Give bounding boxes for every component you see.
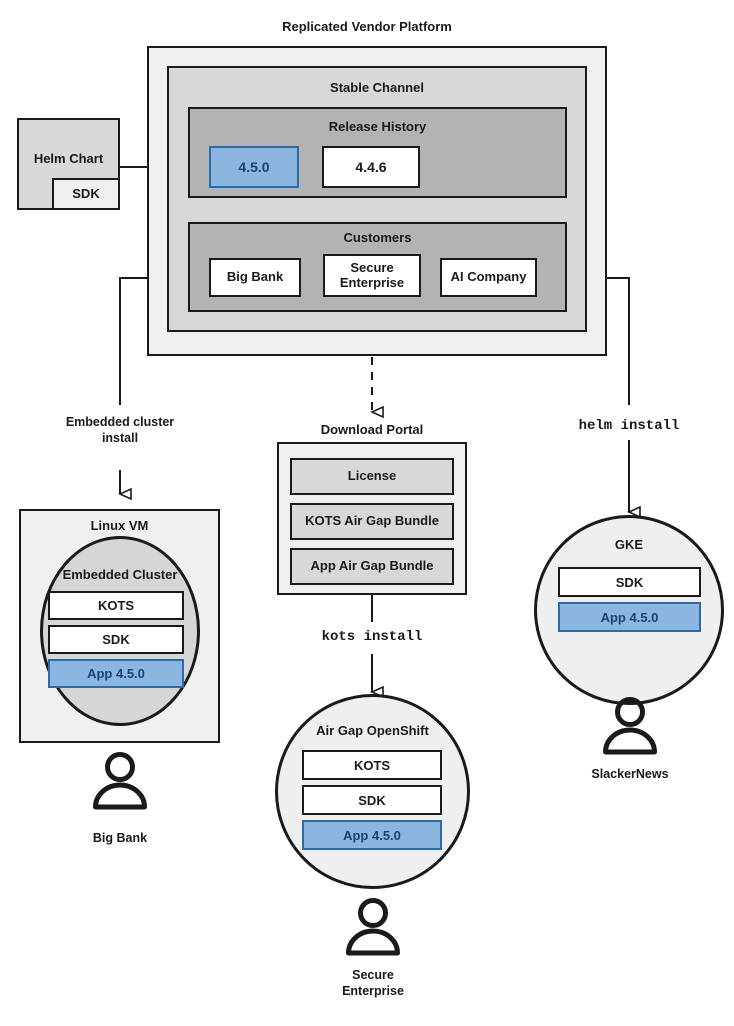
openshift-component-kots[interactable]: KOTS [302,750,442,780]
download-portal-item-kots-air-gap-bundle[interactable]: KOTS Air Gap Bundle [290,503,454,540]
release-4-5-0[interactable]: 4.5.0 [209,146,299,188]
component-label: App 4.5.0 [343,827,401,843]
artifact-label: KOTS Air Gap Bundle [305,513,439,529]
artifact-label: App Air Gap Bundle [310,558,434,574]
person-icon [93,752,147,810]
person-icon [603,697,657,755]
gke-component-app[interactable]: App 4.5.0 [558,602,701,632]
kots-install-label: kots install [321,629,423,645]
release-4-4-6[interactable]: 4.4.6 [322,146,420,188]
component-label: KOTS [97,598,135,613]
customer-ai-company[interactable]: AI Company [440,258,537,297]
gke-component-sdk[interactable]: SDK [558,567,701,597]
component-label: App 4.5.0 [87,666,145,681]
gke-label: GKE [614,537,644,552]
component-label: SDK [615,574,644,590]
openshift-customer-line2: Enterprise [342,983,404,998]
download-portal-label: Download Portal [320,422,424,437]
linuxvm-component-kots[interactable]: KOTS [48,591,184,620]
artifact-label: License [347,468,397,484]
release-version-label: 4.4.6 [355,158,387,175]
openshift-component-app[interactable]: App 4.5.0 [302,820,442,850]
embedded-cluster-label: Embedded Cluster [62,567,178,582]
page-title: Replicated Vendor Platform [282,19,452,34]
person-icon [346,898,400,956]
sdk-label: SDK [72,185,100,201]
customers-label: Customers [343,230,412,245]
helm-chart-sdk-box[interactable]: SDK [52,178,120,210]
air-gap-openshift-label: Air Gap OpenShift [316,723,429,738]
component-label: SDK [358,792,386,808]
embedded-cluster-install-line2: install [101,430,139,445]
customer-label: Big Bank [226,269,284,285]
linuxvm-component-app[interactable]: App 4.5.0 [48,659,184,688]
openshift-customer-label: Secure Enterprise [298,968,448,999]
component-label: SDK [102,632,130,647]
linuxvm-customer-label: Big Bank [92,831,148,845]
customer-secure-enterprise[interactable]: Secure Enterprise [323,254,421,297]
openshift-customer-line1: Secure [352,968,394,982]
download-portal-item-app-air-gap-bundle[interactable]: App Air Gap Bundle [290,548,454,585]
customer-label: Secure Enterprise [339,259,405,290]
helm-install-label: helm install [578,418,680,434]
embedded-cluster-install-line1: Embedded cluster [65,415,175,429]
customer-label: AI Company [450,269,527,285]
release-history-label: Release History [328,119,427,134]
linux-vm-label: Linux VM [90,518,149,533]
component-label: App 4.5.0 [600,609,659,625]
download-portal-item-license[interactable]: License [290,458,454,495]
openshift-component-sdk[interactable]: SDK [302,785,442,815]
component-label: KOTS [353,757,391,773]
customer-big-bank[interactable]: Big Bank [209,258,301,297]
release-version-label: 4.5.0 [238,158,270,175]
linuxvm-component-sdk[interactable]: SDK [48,625,184,654]
stable-channel-label: Stable Channel [330,80,424,95]
gke-customer-label: SlackerNews [591,767,669,781]
helm-chart-label: Helm Chart [33,151,104,166]
embedded-cluster-install-label: Embedded cluster install [45,415,195,446]
